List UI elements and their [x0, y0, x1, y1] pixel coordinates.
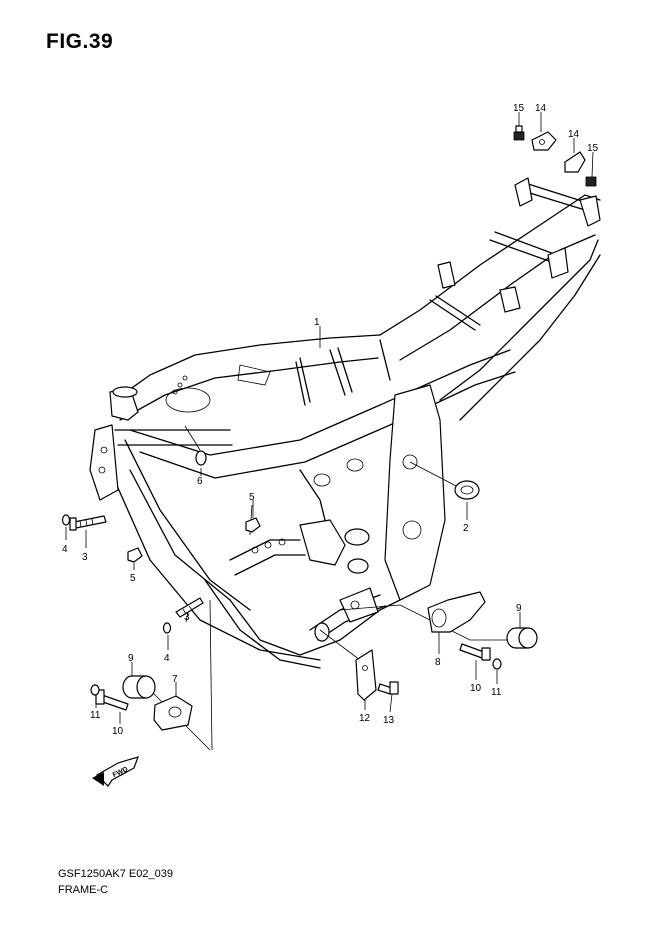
bracket-14-right — [564, 151, 586, 173]
callout-9-right: 9 — [516, 603, 522, 614]
callout-8: 8 — [435, 657, 441, 668]
callout-6: 6 — [197, 476, 203, 487]
nut-5-center — [245, 517, 261, 533]
bolt-15-right — [585, 176, 597, 187]
leader-lines — [139, 425, 520, 751]
nut-11-right — [492, 658, 502, 670]
bolt-10-left — [95, 689, 129, 711]
callout-15-right: 15 — [587, 143, 599, 154]
frame-body — [89, 177, 601, 669]
callout-7: 7 — [172, 674, 178, 685]
washer-4-center — [162, 622, 172, 634]
washer-4-left — [61, 514, 71, 526]
callout-14-right: 14 — [568, 129, 580, 140]
callout-11-right: 11 — [491, 687, 502, 698]
bushing-9-right — [506, 627, 538, 649]
callout-13: 13 — [383, 715, 395, 726]
bolt-15-top — [513, 125, 525, 141]
bolt-3-center — [175, 597, 204, 618]
bracket-8 — [427, 591, 486, 633]
nut-11-left — [90, 684, 100, 696]
callout-12: 12 — [359, 713, 371, 724]
bushing-9-left — [122, 675, 156, 699]
callout-1: 1 — [314, 317, 320, 328]
bracket-14-top — [531, 131, 557, 151]
collar-6 — [195, 450, 207, 466]
figure-name: FRAME-C — [58, 884, 109, 896]
plate-12 — [355, 649, 377, 701]
callout-10-right: 10 — [470, 683, 482, 694]
callout-3-left: 3 — [82, 552, 88, 563]
callout-11-left: 11 — [90, 710, 101, 721]
forward-arrow-icon: FWD — [92, 756, 139, 787]
nut-5-left — [127, 547, 143, 563]
bolt-10-right — [459, 643, 491, 661]
callout-5-left: 5 — [130, 573, 136, 584]
callout-labels: 1 2 3 3 4 4 5 5 6 7 8 9 9 10 10 11 11 12… — [62, 103, 599, 737]
callout-5-center: 5 — [249, 492, 255, 503]
bolt-3-left — [69, 515, 107, 531]
callout-10-left: 10 — [112, 726, 124, 737]
bolt-13 — [377, 681, 399, 695]
grommet-2 — [454, 480, 480, 500]
callout-9-left: 9 — [128, 653, 134, 664]
figure-title: FIG.39 — [46, 30, 114, 53]
figure-code: GSF1250AK7 E02_039 — [58, 868, 173, 880]
callout-14-top: 14 — [535, 103, 547, 114]
callout-15-top: 15 — [513, 103, 525, 114]
bracket-7 — [153, 695, 193, 731]
callout-4-left: 4 — [62, 544, 68, 555]
callout-3-center: 3 — [184, 612, 190, 623]
callout-2: 2 — [463, 523, 469, 534]
callout-leaders — [65, 112, 594, 724]
callout-4-center: 4 — [164, 653, 170, 664]
